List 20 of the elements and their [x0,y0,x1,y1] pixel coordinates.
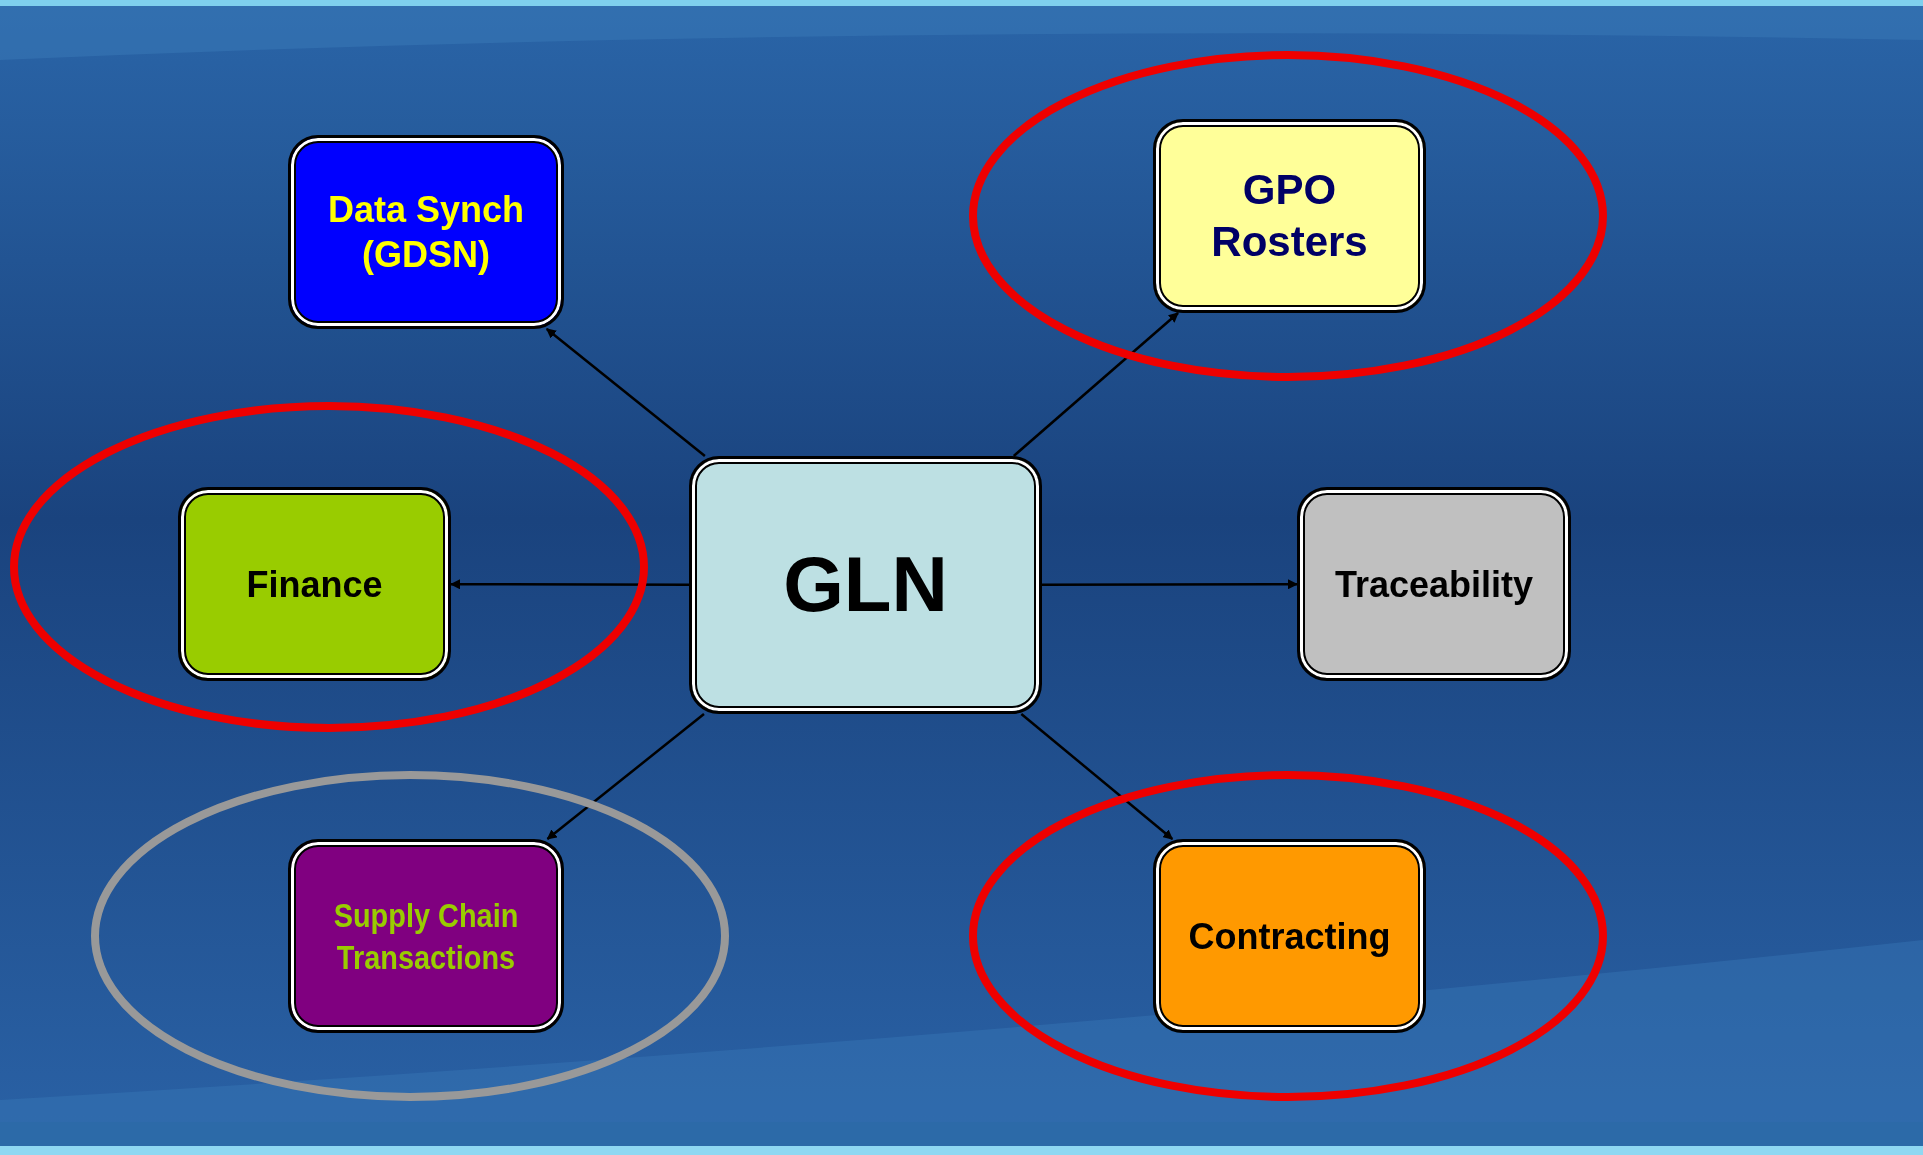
box-label: GPO Rosters [1210,164,1369,267]
topic-box [1153,839,1426,1033]
arrow [546,328,706,457]
topic-box [1297,487,1571,681]
center-box [689,456,1042,714]
topic-box [178,487,451,681]
box-label: Traceability [1333,562,1535,607]
topic-box [288,135,564,329]
arrow [1042,579,1298,590]
box-label: GLN [782,539,949,631]
arrow [450,579,689,590]
arrow [1012,312,1179,457]
box-label: Finance [245,562,384,607]
box-label: Supply Chain Transactions [332,894,520,978]
topic-box [288,839,564,1033]
box-label: Contracting [1187,914,1392,959]
box-label: Data Synch (GDSN) [326,188,526,277]
arrow [1020,713,1174,840]
topic-box [1153,119,1426,313]
arrow [546,713,705,840]
